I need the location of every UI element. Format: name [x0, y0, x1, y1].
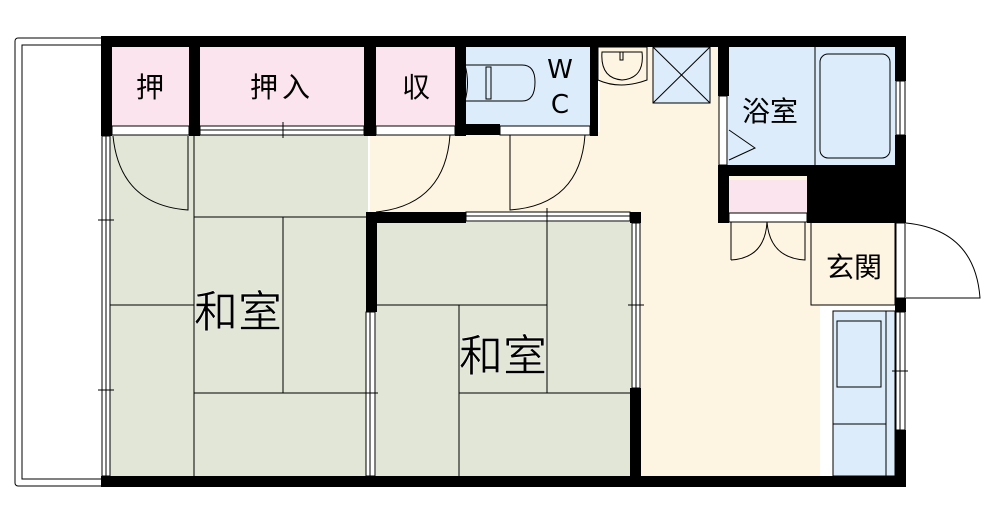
bathtub-icon: [814, 47, 891, 165]
washitsu-left: [110, 135, 368, 476]
label-bath: 浴室: [742, 95, 798, 128]
washer-space-icon: [652, 46, 711, 104]
kitchen-counter: [832, 310, 896, 477]
door-swings: [112, 129, 981, 299]
oshiire-closet: [199, 46, 366, 126]
closet-small: [110, 46, 190, 126]
washitsu-right: [376, 222, 631, 476]
sink-icon: [597, 46, 648, 86]
shoe-closet: [729, 180, 807, 213]
label-wc-c: C: [551, 90, 569, 120]
label-oshiire: 押入: [250, 71, 314, 104]
label-washitsu-right: 和室: [459, 331, 547, 382]
label-shuno: 収: [402, 71, 430, 104]
walls: [101, 36, 906, 487]
label-washitsu-left: 和室: [194, 287, 282, 338]
openings: [98, 80, 908, 477]
toilet-icon: [464, 64, 536, 102]
label-entrance: 玄関: [826, 251, 882, 284]
storage-closet: [376, 46, 456, 126]
label-oshi: 押: [136, 71, 164, 104]
balcony: [14, 37, 106, 487]
label-wc-w: W: [547, 55, 573, 85]
bathroom: [728, 46, 895, 168]
